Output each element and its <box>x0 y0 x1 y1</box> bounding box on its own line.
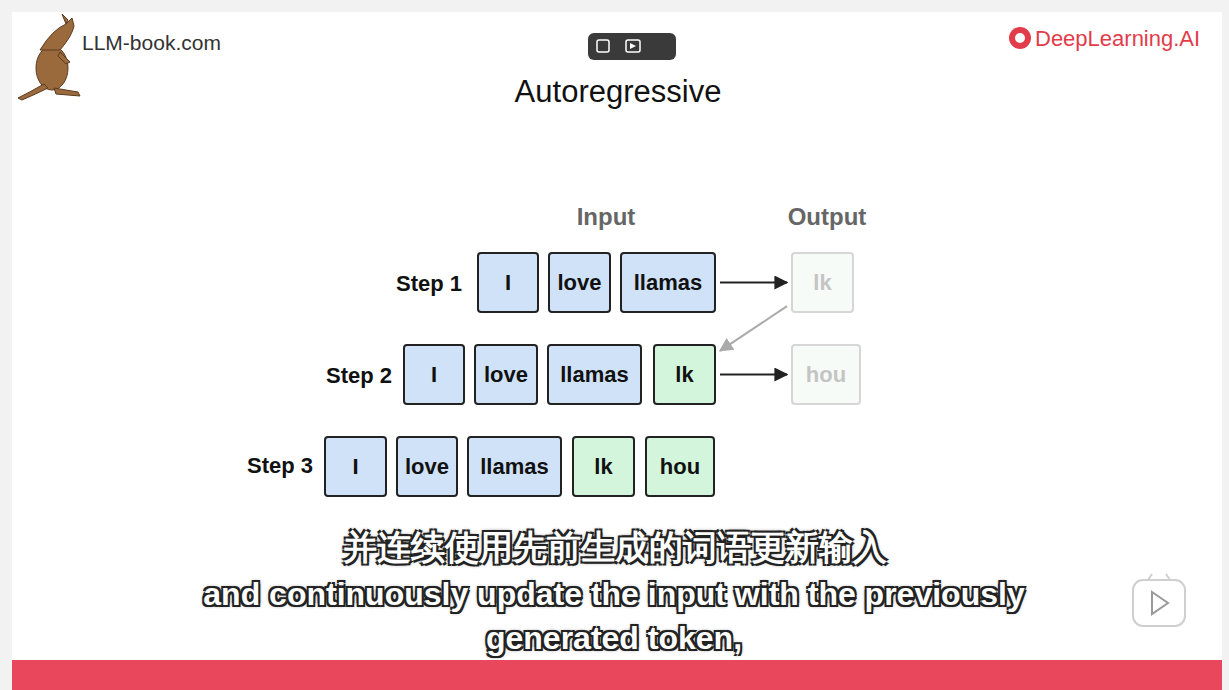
step-label: Step 1 <box>396 271 462 297</box>
token-box: I <box>324 436 387 497</box>
token-text: I <box>505 270 511 296</box>
token-box: love <box>396 436 458 497</box>
token-text: hou <box>660 454 700 480</box>
token-box: llamas <box>547 344 642 405</box>
token-box: hou <box>791 344 861 405</box>
token-text: love <box>484 362 528 388</box>
token-text: lk <box>675 362 693 388</box>
token-text: llamas <box>634 270 703 296</box>
token-text: love <box>557 270 601 296</box>
arrow-connector <box>720 306 787 351</box>
token-box: I <box>403 344 465 405</box>
token-text: llamas <box>560 362 629 388</box>
token-box: llamas <box>467 436 562 497</box>
token-text: love <box>405 454 449 480</box>
token-box: love <box>548 252 611 313</box>
arrow-connector <box>720 282 787 284</box>
slide-title: Autoregressive <box>515 74 722 110</box>
token-box: love <box>474 344 538 405</box>
brand-logo-text: DeepLearning.AI <box>1035 26 1200 52</box>
token-box: lk <box>653 344 716 405</box>
player-controls <box>588 33 676 60</box>
token-text: I <box>352 454 358 480</box>
token-text: I <box>431 362 437 388</box>
deeplearning-logo-mark <box>1009 27 1031 49</box>
subtitle-chinese: 并连续使用先前生成的词语更新输入 <box>0 526 1229 568</box>
token-text: lk <box>594 454 612 480</box>
step-label: Step 3 <box>247 453 313 479</box>
token-box: I <box>477 252 539 313</box>
token-box: lk <box>572 436 635 497</box>
token-text: llamas <box>480 454 549 480</box>
token-box: hou <box>645 436 715 497</box>
token-text: lk <box>813 270 831 296</box>
kangaroo-logo <box>18 14 80 100</box>
token-box: llamas <box>620 252 716 313</box>
column-header: Output <box>788 203 867 231</box>
step-label: Step 2 <box>326 363 392 389</box>
play-button <box>1133 574 1185 626</box>
token-text: hou <box>806 362 846 388</box>
column-header: Input <box>577 203 636 231</box>
arrow-connector <box>720 374 787 376</box>
token-box: lk <box>791 252 854 313</box>
red-bar <box>12 660 1222 690</box>
subtitle-english: and continuously update the input with t… <box>124 572 1104 660</box>
site-logo-text: LLM-book.com <box>82 31 221 55</box>
